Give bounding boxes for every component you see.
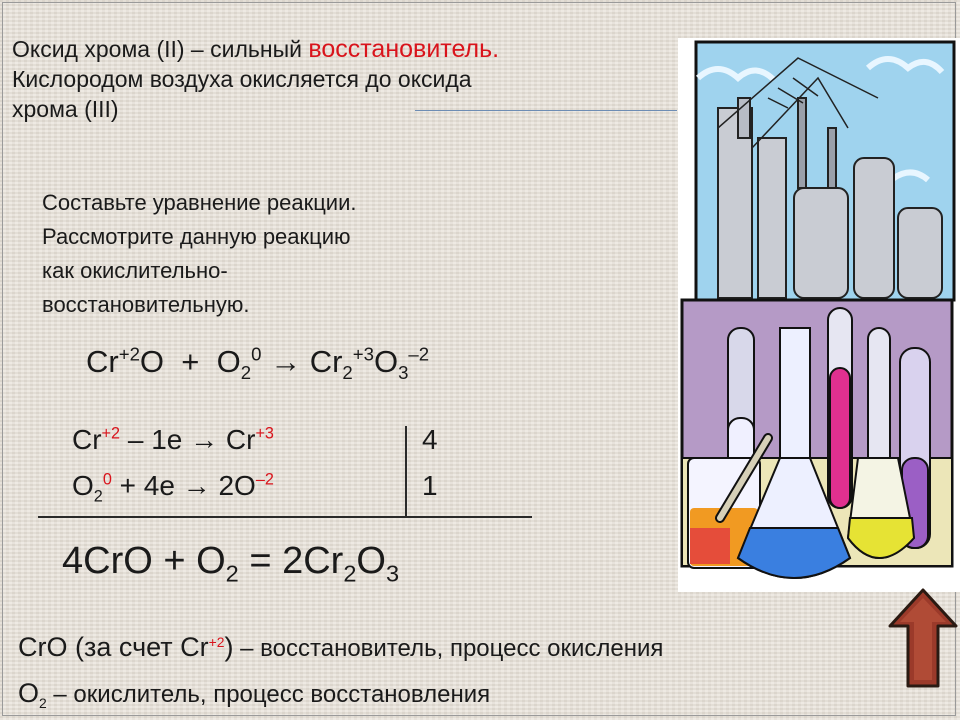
coefficient-1: 4 <box>422 424 438 455</box>
task-text: Составьте уравнение реакции. Рассмотрите… <box>42 186 357 322</box>
intro-line1: Оксид хрома (II) – сильный <box>12 36 309 62</box>
intro-underline <box>415 110 677 111</box>
intro-text: Оксид хрома (II) – сильный восстановител… <box>12 34 712 124</box>
conclusion-oxidizer: O2 – окислитель, процесс восстановления <box>18 678 491 711</box>
coefficient-2: 1 <box>422 470 438 501</box>
reaction-equation: Cr+2O + O20 → Cr2+3O3–2 <box>86 343 430 384</box>
balance-divider <box>405 426 407 518</box>
balanced-equation: 4CrO + O2 = 2Cr2O3 <box>62 540 400 587</box>
half-reaction-reduction: O20 + 4e → 2O–2 <box>72 470 274 506</box>
intro-line2: Кислородом воздуха окисляется до оксида <box>12 66 472 92</box>
task-line3: как окислительно- <box>42 258 228 283</box>
intro-line3: хрома (III) <box>12 96 119 122</box>
up-arrow-icon[interactable] <box>886 586 960 690</box>
task-line4: восстановительную. <box>42 292 250 317</box>
task-line1: Составьте уравнение реакции. <box>42 190 357 215</box>
balance-underline <box>38 516 532 518</box>
half-reaction-oxidation: Cr+2 – 1e → Cr+3 <box>72 424 274 455</box>
chemistry-lab-illustration <box>678 38 960 592</box>
task-line2: Рассмотрите данную реакцию <box>42 224 351 249</box>
intro-highlight: восстановитель. <box>308 35 500 63</box>
conclusion-reducer: CrO (за счет Cr+2) – восстановитель, про… <box>18 632 664 662</box>
